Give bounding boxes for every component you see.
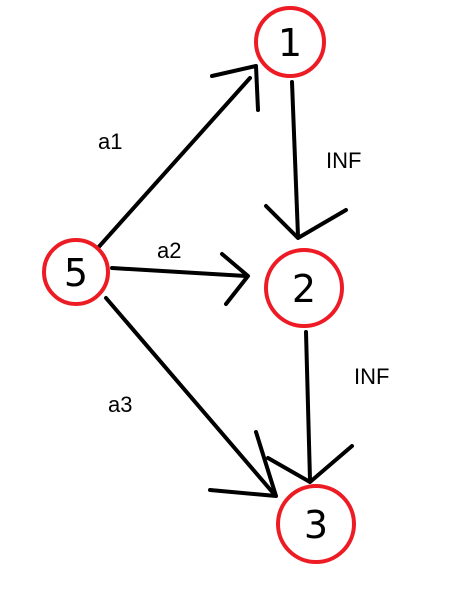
node-1-label: 1 <box>278 21 302 65</box>
edge-5-to-3-line <box>104 296 276 496</box>
node-5-label: 5 <box>64 251 88 295</box>
edge-5-to-2-arrowhead <box>220 252 250 306</box>
edge-1-to-2-arrowhead <box>264 204 348 240</box>
edge-5-to-1-line <box>94 76 252 252</box>
edge-2-to-3-arrowhead <box>266 444 354 484</box>
edge-5-to-3-arrowhead <box>208 430 278 498</box>
node-3-label: 3 <box>304 503 328 547</box>
node-1-circle <box>254 6 326 78</box>
edge-label-inf-1-2: INF <box>326 148 361 173</box>
node-2-circle <box>264 248 344 328</box>
node-2: 2 <box>264 248 344 328</box>
edge-5-to-1-arrowhead <box>210 64 260 112</box>
node-3-circle <box>276 484 356 564</box>
node-5-circle <box>42 238 110 306</box>
edge-1-to-2 <box>264 80 348 240</box>
node-1: 1 <box>254 6 326 78</box>
edge-label-inf-2-3: INF <box>354 364 389 389</box>
node-3: 3 <box>276 484 356 564</box>
node-5: 5 <box>42 238 110 306</box>
edge-5-to-2-line <box>110 266 248 278</box>
edge-5-to-3 <box>104 296 278 498</box>
node-2-label: 2 <box>292 267 316 311</box>
edge-label-a3: a3 <box>108 392 132 417</box>
edge-label-a2: a2 <box>157 238 181 263</box>
edge-5-to-2 <box>110 252 250 306</box>
edge-label-a1: a1 <box>98 129 122 154</box>
edge-2-to-3 <box>266 330 354 484</box>
edge-5-to-1 <box>94 64 260 252</box>
edge-2-to-3-line <box>304 330 312 482</box>
edge-1-to-2-line <box>290 80 300 238</box>
